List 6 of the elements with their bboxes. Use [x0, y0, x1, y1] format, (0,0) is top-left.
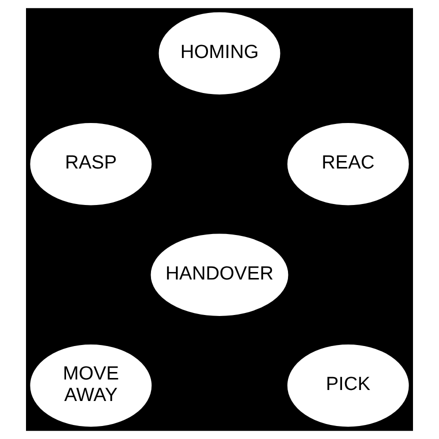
node-ellipse: REAC [287, 123, 409, 206]
node-ellipse: MOVE AWAY [30, 344, 152, 427]
node-ellipse: RASP [30, 123, 152, 206]
node-ellipse: HANDOVER [150, 234, 288, 316]
node-ellipse: PICK [287, 344, 409, 427]
node-ellipse: HOMING [158, 12, 280, 94]
